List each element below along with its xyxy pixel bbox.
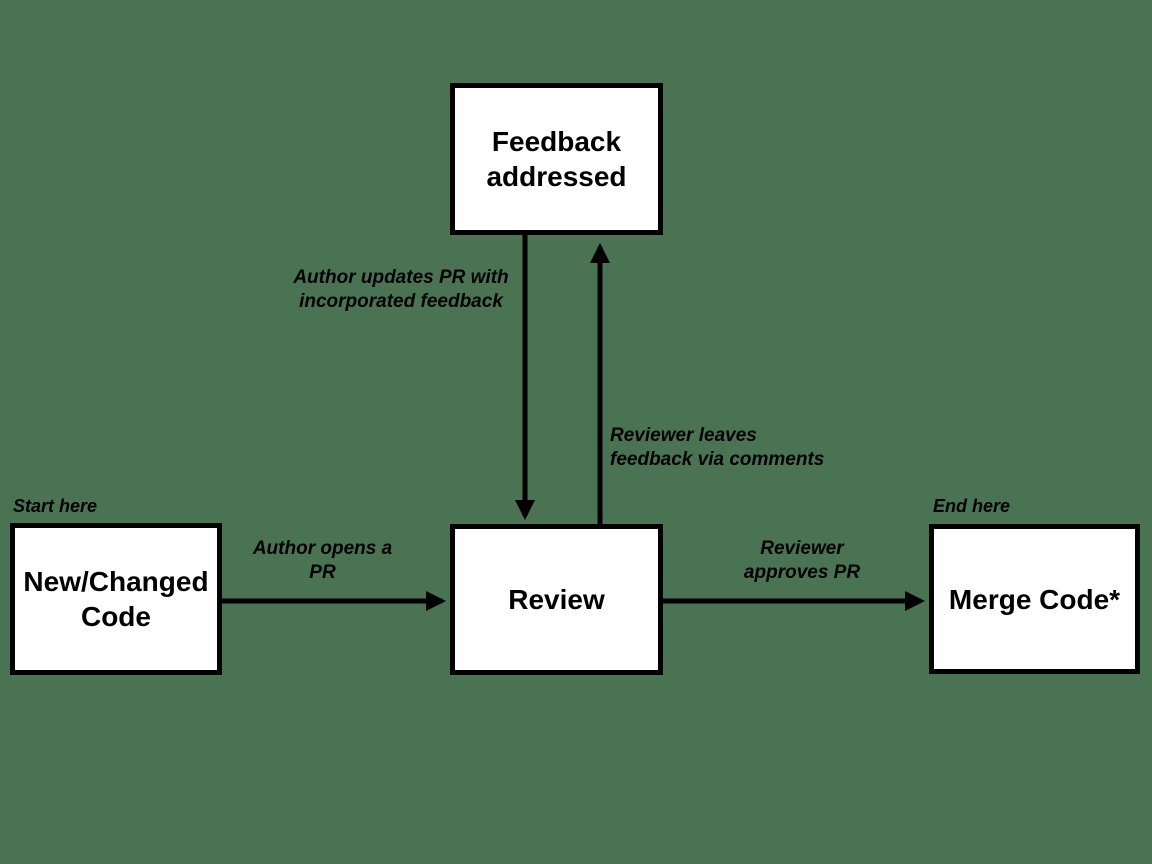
node-text-line: New/Changed [23,566,209,597]
node-text-line: Feedback [491,126,622,157]
node-text-line: Merge Code* [948,583,1121,615]
node-new-changed-code-label: New/Changed Code [23,564,208,634]
node-merge-code-label: Merge Code* [949,582,1120,617]
node-text-line: Review [508,584,605,615]
edge-label-line: Reviewer [760,538,844,559]
node-review-label: Review [508,582,605,617]
edge-label-author-opens-pr: Author opens a PR [245,537,400,585]
end-here-annotation: End here [933,496,1011,516]
edge-label-reviewer-leaves-feedback: Reviewer leaves feedback via comments [610,424,855,472]
edge-label-line: Author opens a [252,538,393,559]
edge-label-reviewer-approves-pr: Reviewer approves PR [722,537,882,585]
edge-label-line: incorporated feedback [299,291,503,312]
edge-label-line: Reviewer leaves [610,425,757,446]
edge-label-line: feedback via comments [610,449,825,470]
edge-label-author-updates-pr: Author updates PR with incorporated feed… [282,266,520,314]
node-text-line: addressed [486,161,627,192]
start-here-annotation: Start here [13,496,98,516]
node-text-line: Code [80,601,151,632]
node-merge-code: Merge Code* [929,524,1140,674]
node-new-changed-code: New/Changed Code [10,523,222,675]
edge-label-line: Author updates PR with [293,267,509,288]
node-review: Review [450,524,663,675]
node-feedback-addressed-label: Feedback addressed [486,124,626,194]
node-feedback-addressed: Feedback addressed [450,83,663,235]
edge-label-line: PR [309,562,336,583]
edge-label-line: approves PR [743,562,861,583]
